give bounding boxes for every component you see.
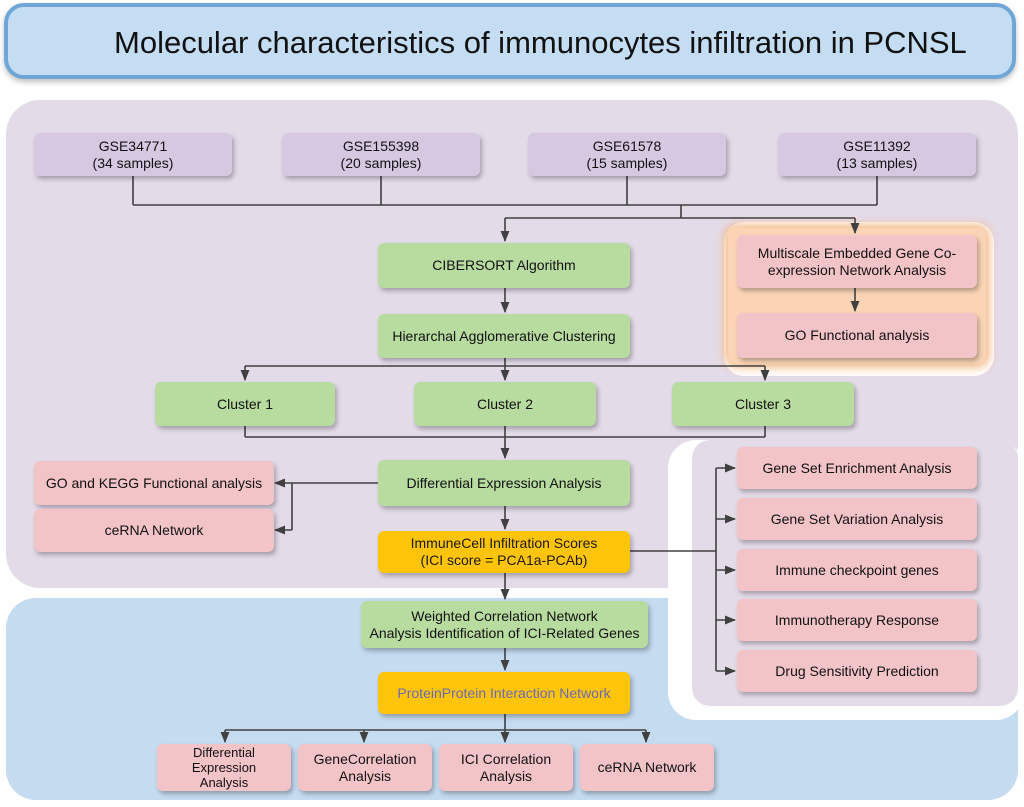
ici-correlation-box: ICI Correlation Analysis [439,744,573,791]
gsea-box: Gene Set Enrichment Analysis [737,447,977,489]
cluster-1-box: Cluster 1 [155,382,335,426]
drug-sensitivity-box: Drug Sensitivity Prediction [737,650,977,692]
clustering-box: Hierarchal Agglomerative Clustering [378,314,630,358]
dataset-box-1: GSE34771 (34 samples) [34,133,232,176]
dataset-box-3: GSE61578 (15 samples) [528,133,726,176]
title-bar: Molecular characteristics of immunocytes… [4,3,1016,79]
ppi-dea-box: Differential Expression Analysis [157,744,291,791]
dea-box: Differential Expression Analysis [378,460,630,506]
ppi-box: ProteinProtein Interaction Network [378,672,630,714]
gsva-box: Gene Set Variation Analysis [737,498,977,540]
dataset-box-4: GSE11392 (13 samples) [778,133,976,176]
diagram-title: Molecular characteristics of immunocytes… [114,25,967,60]
immunotherapy-box: Immunotherapy Response [737,599,977,641]
cerna-network-box: ceRNA Network [34,509,274,552]
go-kegg-box: GO and KEGG Functional analysis [34,461,274,505]
ppi-cerna-box: ceRNA Network [580,744,714,791]
cluster-2-box: Cluster 2 [414,382,596,426]
cluster-3-box: Cluster 3 [672,382,854,426]
cibersort-box: CIBERSORT Algorithm [378,243,630,288]
dataset-box-2: GSE155398 (20 samples) [282,133,480,176]
megena-box: Multiscale Embedded Gene Co- expression … [737,235,977,288]
ici-scores-box: ImmuneCell Infiltration Scores (ICI scor… [378,531,630,573]
immune-checkpoint-box: Immune checkpoint genes [737,549,977,591]
gene-correlation-box: GeneCorrelation Analysis [298,744,432,791]
wgcna-box: Weighted Correlation Network Analysis Id… [361,601,648,648]
go-functional-box: GO Functional analysis [737,313,977,358]
